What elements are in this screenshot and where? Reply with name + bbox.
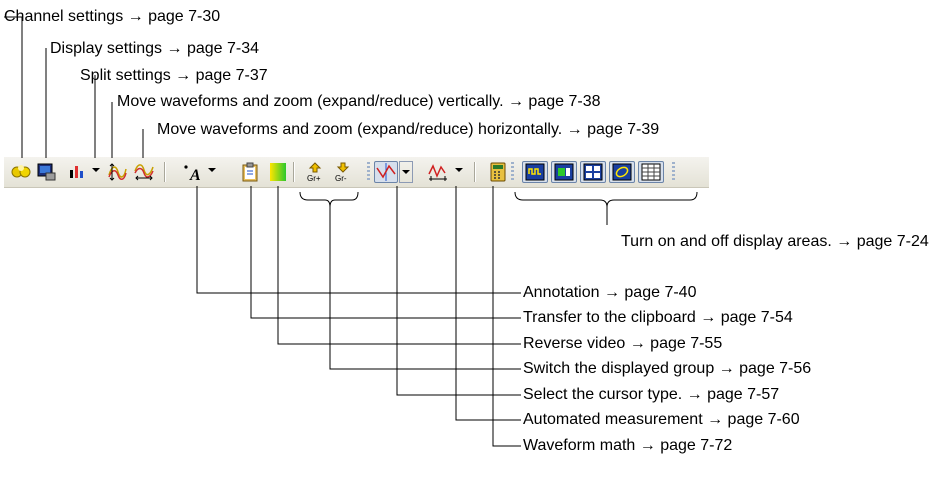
toolbar-separator — [293, 162, 295, 182]
clipboard-label: Transfer to the clipboard → page 7-54 — [523, 309, 793, 326]
channel-settings-leader — [4, 16, 23, 158]
toolbar-grip[interactable] — [511, 162, 514, 182]
horizontal-zoom-label: Move waveforms and zoom (expand/reduce) … — [157, 121, 660, 138]
waveform-math-label: Waveform math → page 7-72 — [523, 437, 733, 454]
reverse-video-leader — [277, 186, 521, 345]
group-next-icon[interactable]: Gr+ — [305, 161, 327, 183]
display-area-2-icon[interactable] — [551, 161, 577, 183]
automated-measurement-icon[interactable] — [427, 161, 449, 183]
clipboard-icon[interactable] — [239, 161, 261, 183]
horizontal-zoom-icon[interactable] — [133, 161, 155, 183]
display-area-4-icon[interactable] — [609, 161, 635, 183]
reverse-video-label: Reverse video → page 7-55 — [523, 335, 723, 352]
display-area-3-icon[interactable] — [580, 161, 606, 183]
vertical-zoom-icon[interactable] — [106, 161, 128, 183]
group-next-text: Gr+ — [307, 174, 321, 183]
annotation-icon[interactable]: A — [182, 161, 204, 184]
group-prev-text: Gr- — [335, 174, 347, 183]
split-settings-label: Split settings → page 7-37 — [80, 67, 268, 84]
display-area-5-icon[interactable] — [638, 161, 664, 183]
cursor-type-label: Select the cursor type. → page 7-57 — [523, 386, 780, 403]
automated-measurement-dropdown-icon[interactable] — [455, 168, 463, 172]
clipboard-leader — [250, 186, 521, 319]
annotation-dropdown-icon[interactable] — [208, 168, 216, 172]
channel-settings-label: Channel settings → page 7-30 — [4, 8, 221, 25]
waveform-math-icon[interactable] — [487, 161, 509, 183]
toolbar-separator — [474, 162, 476, 182]
reverse-video-icon[interactable] — [267, 161, 289, 183]
group-bracket — [299, 191, 359, 208]
annotation-leader — [196, 186, 521, 294]
channel-settings-icon[interactable] — [10, 161, 32, 183]
display-settings-icon[interactable] — [35, 161, 57, 183]
switch-group-label: Switch the displayed group → page 7-56 — [523, 360, 812, 377]
display-areas-label: Turn on and off display areas. → page 7-… — [621, 233, 929, 250]
cursor-type-dropdown-icon — [402, 170, 410, 174]
display-settings-label: Display settings → page 7-34 — [50, 40, 259, 57]
waveform-math-leader — [492, 186, 521, 447]
automated-measurement-leader — [455, 186, 521, 421]
split-settings-icon[interactable] — [66, 161, 88, 183]
svg-text:A: A — [189, 167, 201, 183]
automated-measurement-label: Automated measurement → page 7-60 — [523, 411, 800, 428]
switch-group-leader — [329, 207, 521, 370]
group-prev-icon[interactable]: Gr- — [333, 161, 355, 183]
cursor-type-leader — [396, 186, 521, 396]
annotation-label: Annotation → page 7-40 — [523, 284, 697, 301]
vertical-zoom-label: Move waveforms and zoom (expand/reduce) … — [117, 93, 601, 110]
toolbar: A Gr+ Gr- — [4, 157, 709, 188]
display-area-1-icon[interactable] — [522, 161, 548, 183]
cursor-type-icon[interactable] — [374, 161, 398, 183]
cursor-type-dropdown-button[interactable] — [399, 161, 413, 183]
toolbar-grip[interactable] — [367, 162, 370, 182]
toolbar-grip[interactable] — [672, 162, 675, 182]
display-areas-bracket — [514, 191, 698, 208]
split-settings-dropdown-icon[interactable] — [92, 168, 100, 172]
toolbar-separator — [164, 162, 166, 182]
